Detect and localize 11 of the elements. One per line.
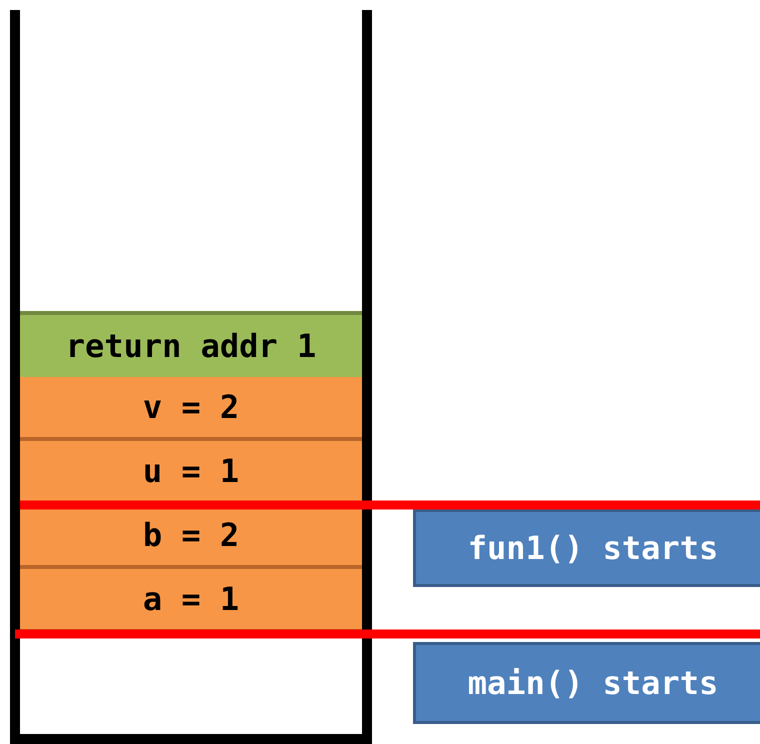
stack-cell (20, 377, 362, 441)
label-box (413, 642, 760, 724)
cell-text: fun1() starts (468, 529, 718, 567)
cell-text: u = 1 (142, 452, 240, 490)
cell-text: return addr 1 (66, 327, 316, 365)
label-box (413, 509, 760, 587)
cell-text: a = 1 (142, 580, 240, 618)
cell-text: v = 2 (142, 388, 240, 426)
cell-text: main() starts (468, 664, 718, 702)
stack-cell (20, 311, 362, 377)
cell-text: b = 2 (142, 516, 240, 554)
